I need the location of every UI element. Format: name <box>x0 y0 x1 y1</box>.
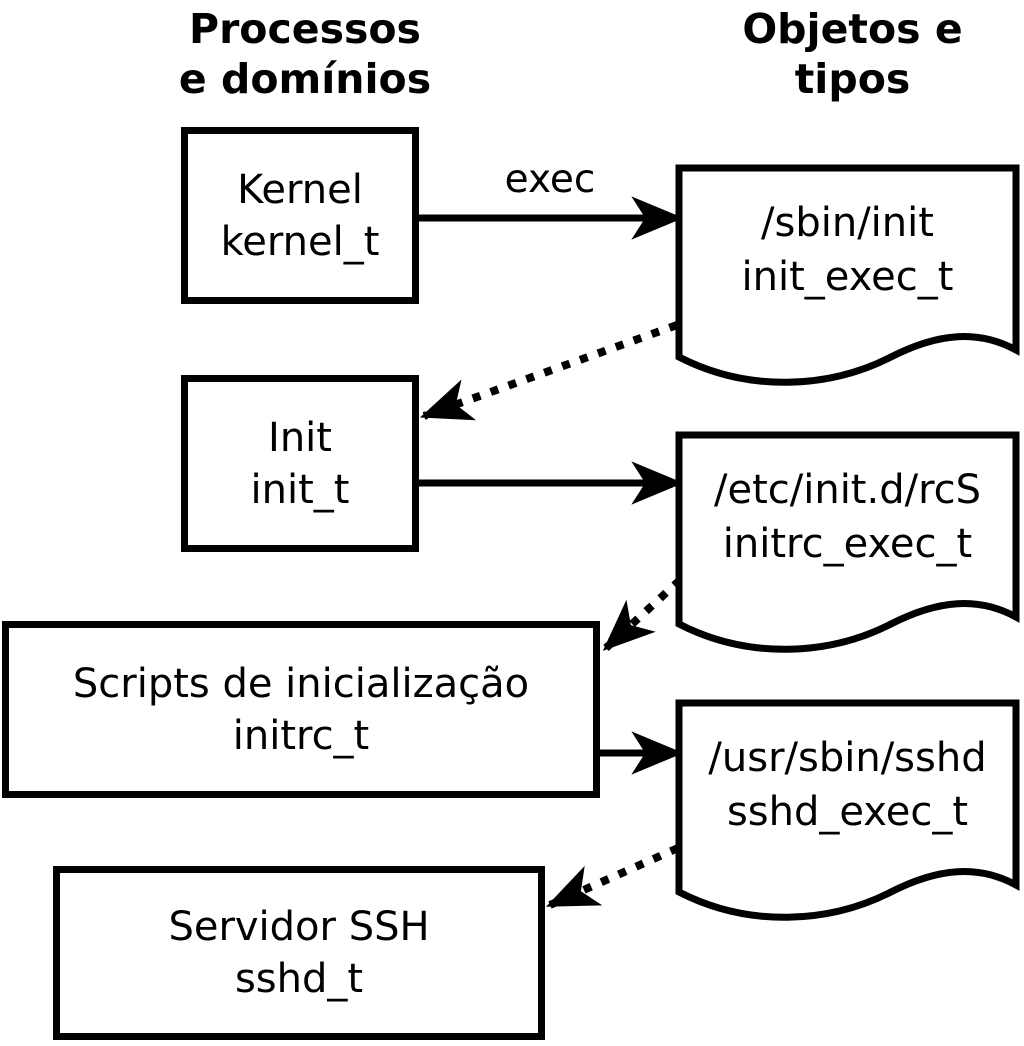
object-type: initrc_exec_t <box>722 521 973 567</box>
document-shape-init-exec <box>675 164 1020 386</box>
header-processes-line1: Processos <box>189 5 421 53</box>
header-objects-line1: Objetos e <box>742 5 963 53</box>
object-label-sbin-init: /sbin/init init_exec_t <box>679 196 1016 304</box>
header-processes-line2: e domínios <box>178 55 432 103</box>
column-header-objects: Objetos e tipos <box>660 4 1024 104</box>
object-type: sshd_exec_t <box>726 789 969 835</box>
object-type: init_exec_t <box>741 254 954 300</box>
object-path: /usr/sbin/sshd <box>708 735 987 781</box>
column-header-processes: Processos e domínios <box>80 4 530 104</box>
process-domain-type: kernel_t <box>220 218 380 265</box>
transition-arrow-sbin-init-to-init-t <box>419 321 679 421</box>
process-box-kernel: Kernel kernel_t <box>181 127 419 304</box>
document-shape-sshd-exec <box>675 699 1020 921</box>
process-domain-type: initrc_t <box>232 712 370 759</box>
process-name: Servidor SSH <box>168 904 430 950</box>
transition-arrow-rcs-to-initrc-t <box>602 577 683 651</box>
process-name: Init <box>268 414 332 461</box>
header-objects-line2: tipos <box>794 55 911 103</box>
process-box-init: Init init_t <box>181 375 419 552</box>
document-shape-initrc-exec <box>675 431 1020 653</box>
process-name: Scripts de inicialização <box>72 660 530 707</box>
object-label-etc-init-rcs: /etc/init.d/rcS initrc_exec_t <box>679 463 1016 571</box>
process-box-ssh-server: Servidor SSH sshd_t <box>53 866 545 1040</box>
process-domain-type: sshd_t <box>234 956 364 1002</box>
object-label-usr-sbin-sshd: /usr/sbin/sshd sshd_exec_t <box>679 731 1016 839</box>
process-domain-type: init_t <box>250 466 350 513</box>
object-path: /sbin/init <box>761 200 934 246</box>
process-box-init-scripts: Scripts de inicialização initrc_t <box>2 621 600 798</box>
exec-arrow-label: exec <box>504 157 596 202</box>
object-path: /etc/init.d/rcS <box>713 467 982 513</box>
transition-arrow-sshd-to-sshd-t <box>546 844 680 909</box>
process-name: Kernel <box>237 166 363 213</box>
